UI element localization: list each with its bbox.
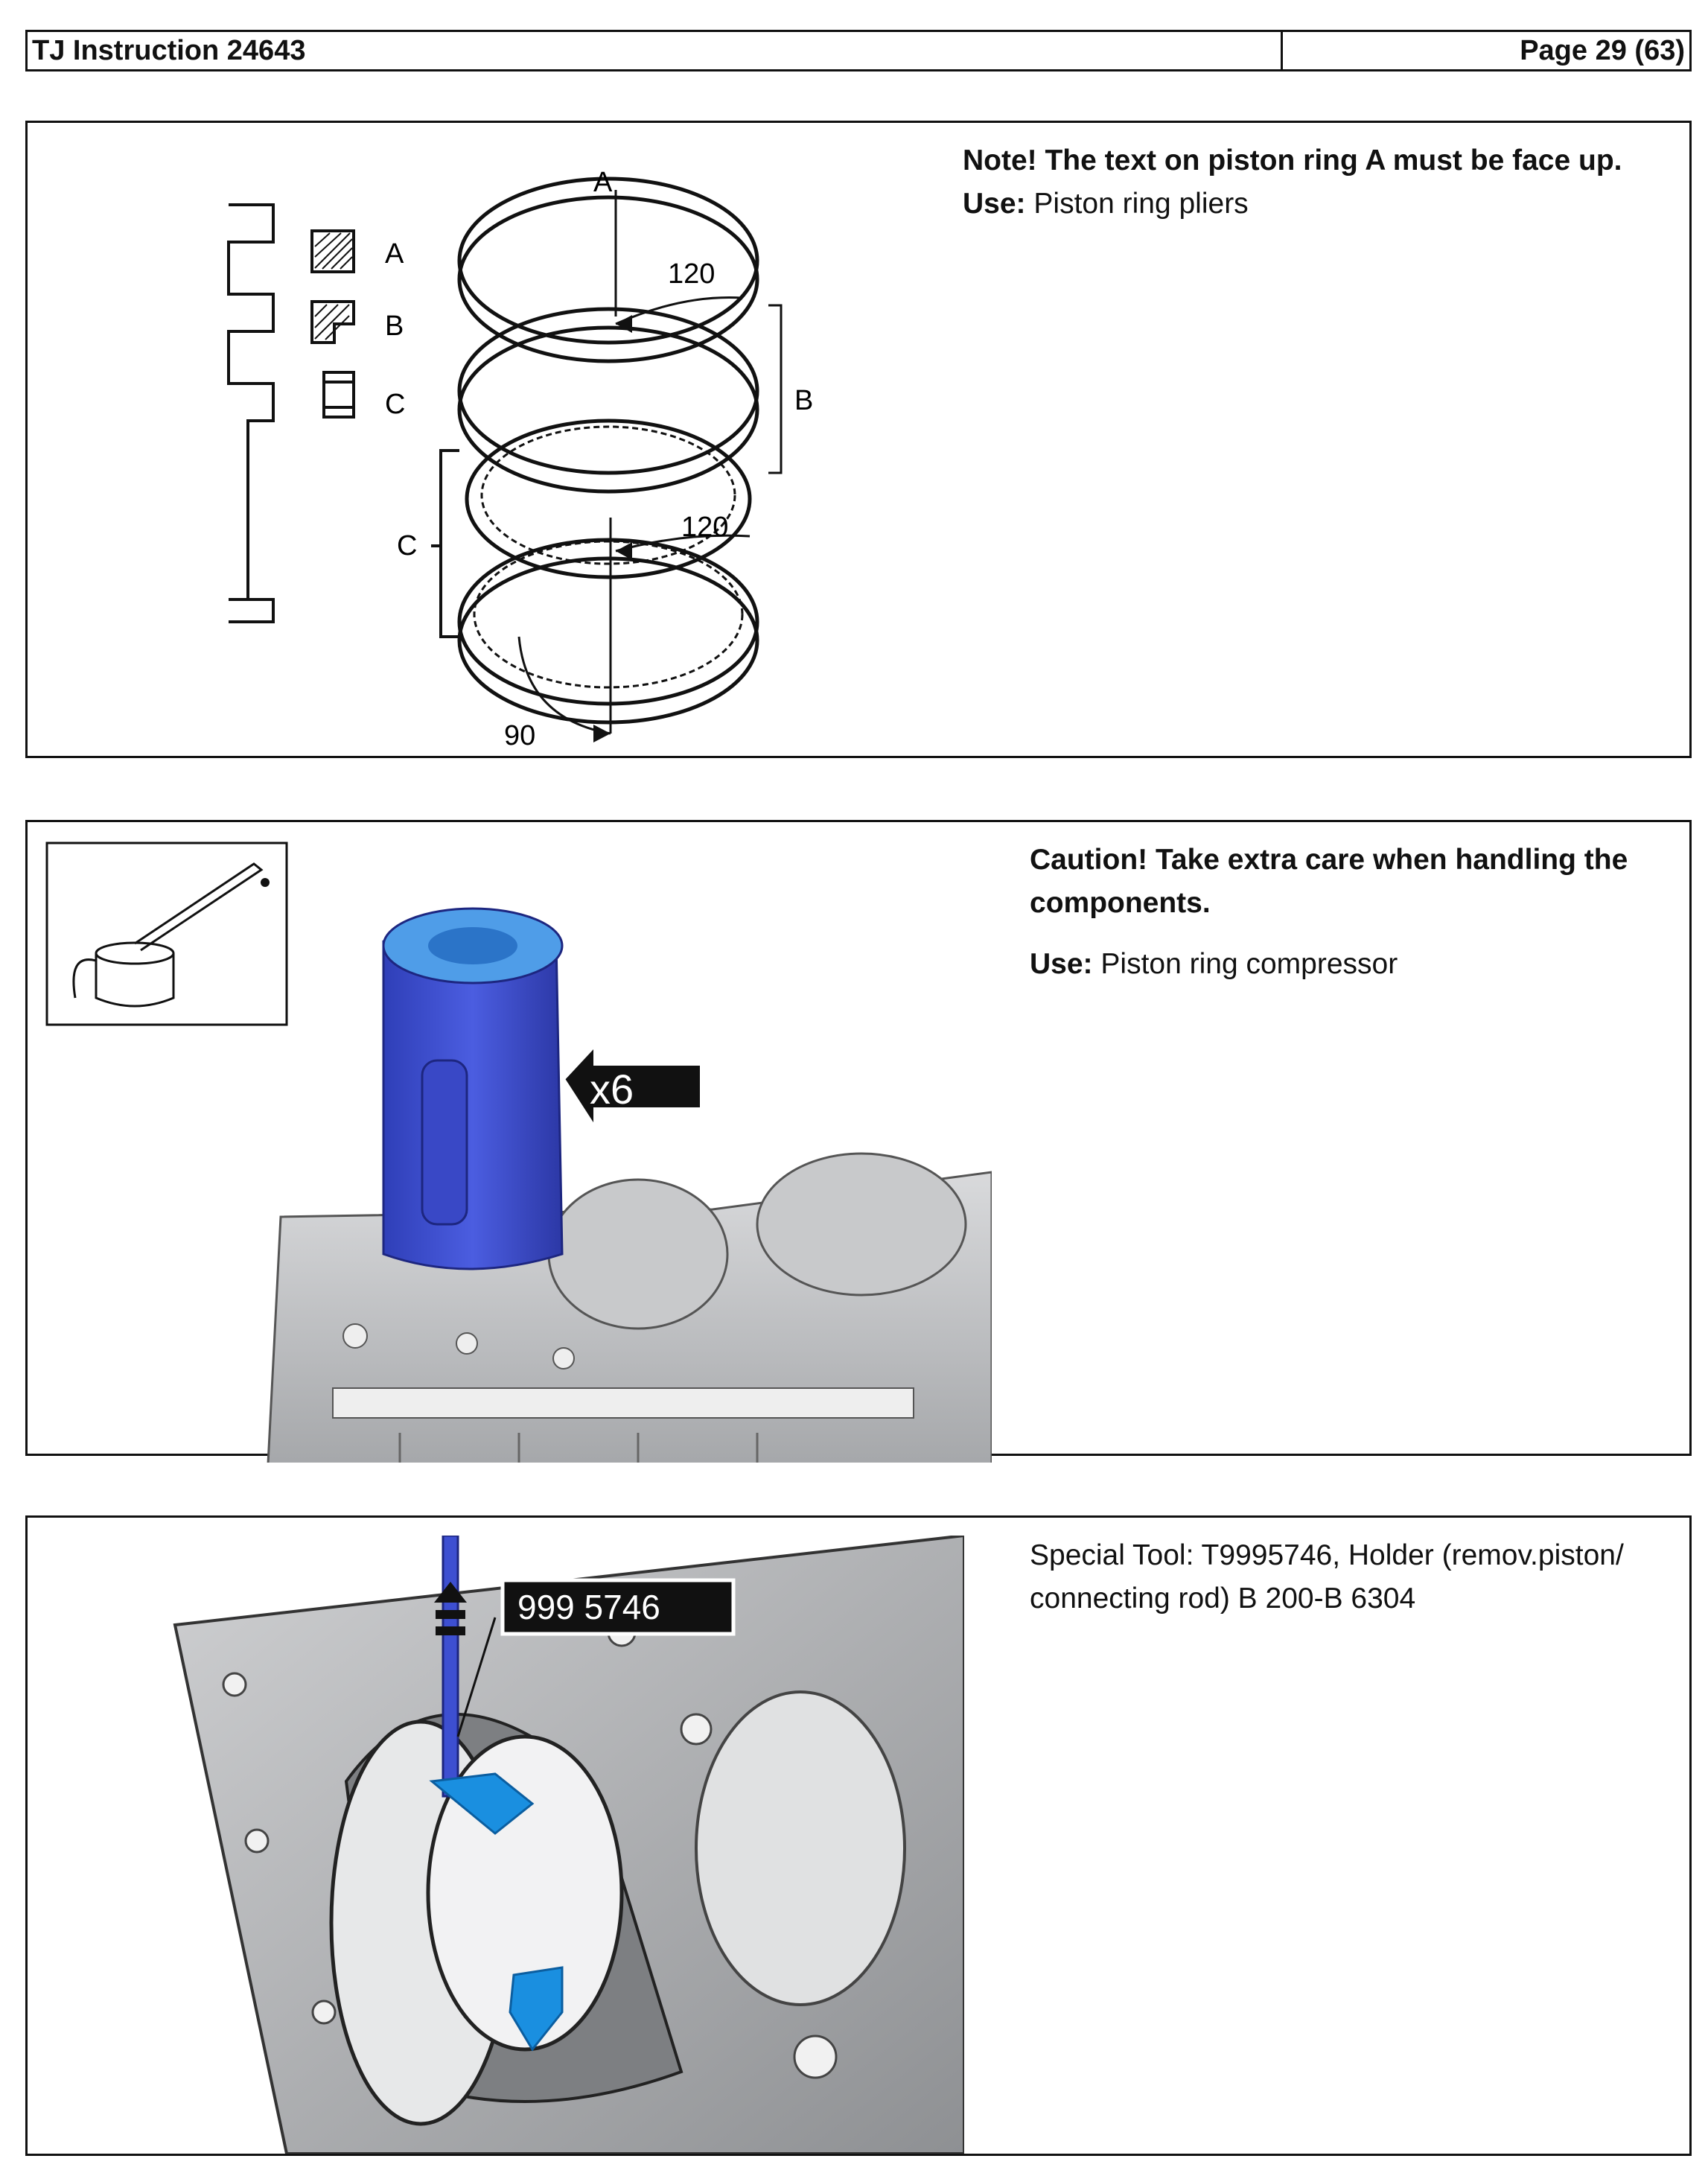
x6-callout: x6 (590, 1066, 634, 1113)
caution-text: Caution! Take extra care when handling t… (1030, 844, 1628, 919)
svg-text:B: B (794, 385, 813, 416)
engine-block-piston-illustration: x6 (267, 907, 992, 1463)
svg-text:120: 120 (668, 258, 715, 290)
use-tool: Piston ring pliers (1033, 188, 1249, 220)
svg-text:C: C (385, 389, 405, 420)
step3-instructions: Special Tool: T9995746, Holder (remov.pi… (1030, 1534, 1685, 1620)
crankcase-holder-illustration: 999 5746 (173, 1536, 964, 2154)
svg-text:B: B (385, 311, 404, 342)
oil-can-icon (45, 842, 288, 1026)
svg-text:A: A (593, 167, 613, 198)
document-title: TJ Instruction 24643 (28, 32, 1283, 69)
svg-text:A: A (385, 238, 404, 270)
svg-text:C: C (397, 530, 417, 562)
use-label: Use: (963, 188, 1026, 220)
use-label: Use: (1030, 948, 1093, 980)
special-tool-text: Special Tool: T9995746, Holder (remov.pi… (1030, 1539, 1624, 1614)
step1-instructions: Note! The text on piston ring A must be … (963, 139, 1677, 226)
piston-ring-diagram: A B C C A 120 120 B (227, 167, 813, 751)
svg-text:90: 90 (504, 720, 535, 751)
step-panel-piston-rings: A B C C A 120 120 B (25, 121, 1692, 758)
page-number: Page 29 (63) (1520, 35, 1685, 66)
page-header: TJ Instruction 24643 Page 29 (63) (25, 30, 1692, 71)
note-text: Note! The text on piston ring A must be … (963, 144, 1622, 176)
svg-text:120: 120 (681, 512, 728, 543)
step2-instructions: Caution! Take extra care when handling t… (1030, 839, 1685, 986)
step-panel-ring-compressor: x6 Caution! Take extra care when handlin… (25, 820, 1692, 1463)
tool-callout: 999 5746 (517, 1588, 660, 1626)
use-tool: Piston ring compressor (1100, 948, 1398, 980)
step-panel-holder-tool: 999 5746 Special Tool: T9995746, Holder … (25, 1515, 1692, 2156)
